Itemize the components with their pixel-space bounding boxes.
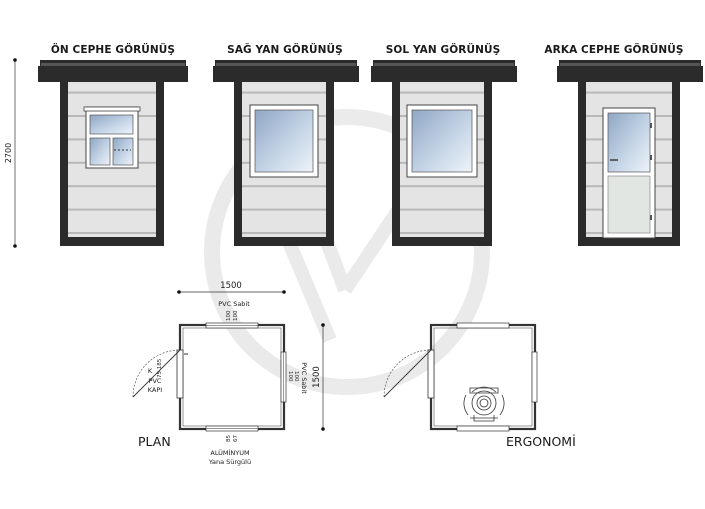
ergonomi-title: ERGONOMİ [506,434,576,449]
right-window-label: PVC Sabit [300,362,308,394]
right-side-elevation: SAĞ YAN GÖRÜNÜŞ [213,42,359,246]
top-window-dim-b: 100 [233,310,239,321]
front-elevation: ÖN CEPHE GÖRÜNÜŞ [38,42,188,246]
door-dims-label: 75 185 [157,358,163,378]
right-window-dim-a: 100 [287,371,293,382]
ergonomics-plan: ERGONOMİ [383,322,576,449]
bottom-window-label: ALÜMİNYUM [210,448,249,457]
left-view-title: SOL YAN GÖRÜNÜŞ [386,42,501,56]
front-view-title: ÖN CEPHE GÖRÜNÜŞ [51,42,175,56]
left-side-elevation: SOL YAN GÖRÜNÜŞ [371,42,517,246]
bottom-window-dim-b: 67 [233,435,239,442]
height-value: 2700 [4,143,13,163]
chair-and-person-icon [463,386,505,422]
door-k-label: K [148,367,153,375]
door-label: KAPI [148,386,163,394]
back-elevation: ARKA CEPHE GÖRÜNÜŞ [544,42,703,246]
height-dimension: 2700 [4,58,17,248]
floor-plan: 1500 PVC Sabit 100 100 PVC Sabit 100 100… [132,281,308,466]
back-view-title: ARKA CEPHE GÖRÜNÜŞ [544,42,683,56]
top-window-dim-a: 100 [226,310,232,321]
top-window-label: PVC Sabit [218,300,250,308]
right-window-dim-b: 100 [293,371,299,382]
plan-width-value: 1500 [220,281,242,291]
right-view-title: SAĞ YAN GÖRÜNÜŞ [227,42,343,56]
plan-title: PLAN [138,434,171,449]
bottom-window-type: Yana Sürgülü [208,458,251,466]
bottom-window-dim-a: 85 [226,435,232,442]
door-type-label: PVC [149,377,162,385]
depth-value: 1500 [312,366,322,388]
depth-dimension: 1500 [312,323,325,431]
